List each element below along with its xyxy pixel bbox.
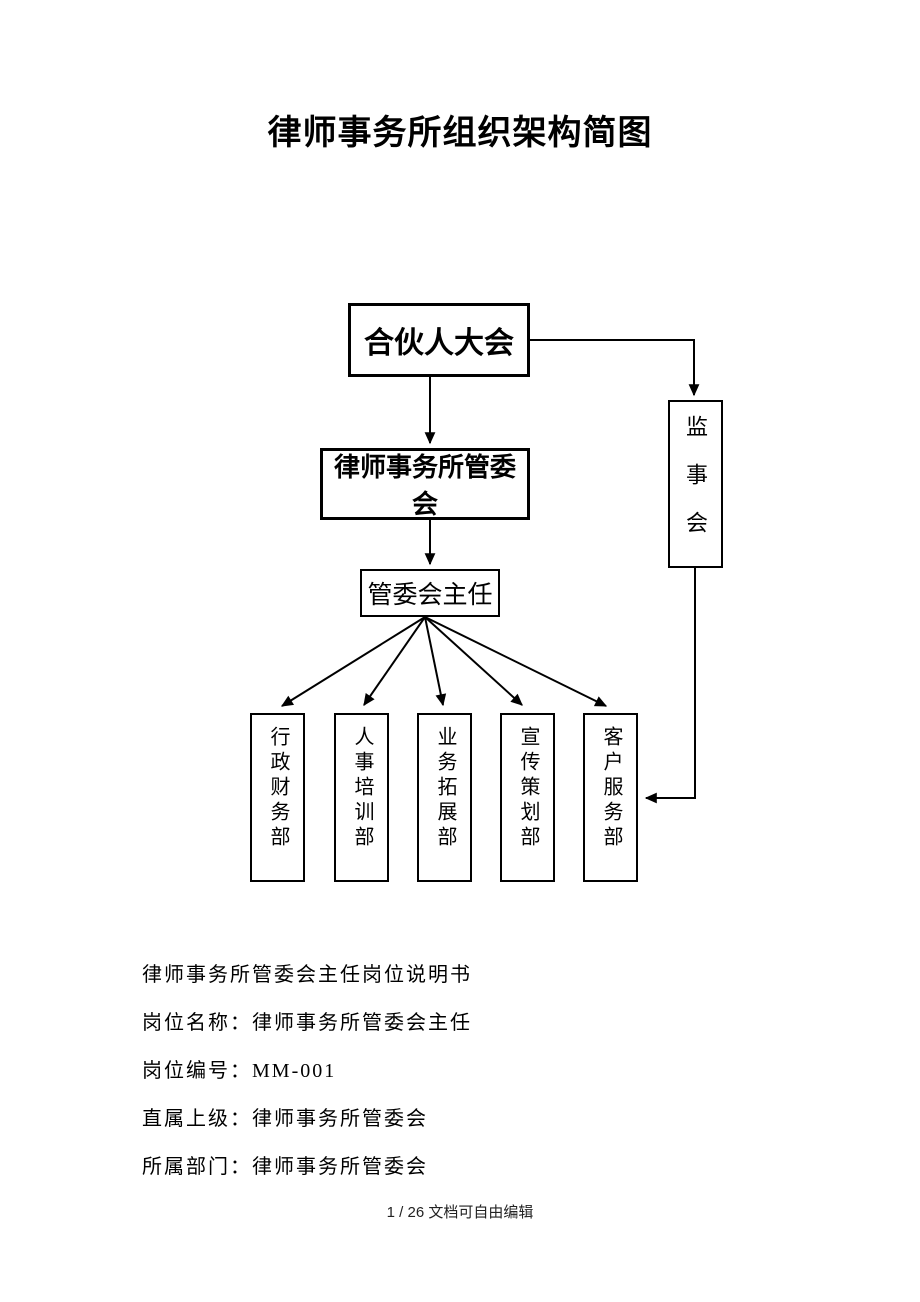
org-node-dept-admin-finance-label: 行政财务部	[267, 726, 289, 851]
edge-supervisory-to-dept-4	[644, 568, 696, 804]
org-node-dept-admin-finance: 行政财务部	[250, 713, 305, 882]
org-node-management-committee: 律师事务所管委会	[320, 448, 530, 520]
org-node-dept-customer-service-label: 客户服务部	[600, 726, 622, 851]
job-title-line: 岗位名称：律师事务所管委会主任	[142, 1012, 472, 1034]
edge-partners-to-supervisory	[530, 339, 700, 397]
org-node-dept-hr-training-label: 人事培训部	[351, 726, 373, 851]
edge-director-to-dept-4	[424, 616, 608, 707]
edge-director-to-dept-3	[424, 616, 523, 706]
edge-director-to-dept-2	[424, 616, 447, 707]
org-node-dept-hr-training: 人事培训部	[334, 713, 389, 882]
org-node-dept-business-development-label: 业务拓展部	[434, 726, 456, 851]
page-footer: 1 / 26 文档可自由编辑	[386, 1204, 534, 1221]
org-node-supervisory-board: 监事会	[668, 400, 723, 568]
org-node-dept-publicity-planning-label: 宣传策划部	[517, 726, 539, 851]
job-description-text: 律师事务所管委会主任岗位说明书 岗位名称：律师事务所管委会主任 岗位编号：MM-…	[142, 962, 782, 1202]
edge-director-to-dept-0	[280, 616, 426, 707]
org-node-partners-meeting-label: 合伙人大会	[364, 327, 514, 360]
org-node-committee-director: 管委会主任	[360, 569, 500, 617]
org-node-dept-customer-service: 客户服务部	[583, 713, 638, 882]
org-node-dept-publicity-planning: 宣传策划部	[500, 713, 555, 882]
org-node-management-committee-label: 律师事务所管委会	[333, 452, 516, 519]
job-code-line: 岗位编号：MM-001	[142, 1060, 337, 1082]
job-description-heading: 律师事务所管委会主任岗位说明书	[142, 964, 472, 986]
org-node-partners-meeting: 合伙人大会	[348, 303, 530, 377]
page-title: 律师事务所组织架构简图	[267, 114, 653, 152]
org-node-dept-business-development: 业务拓展部	[417, 713, 472, 882]
department-line: 所属部门：律师事务所管委会	[142, 1156, 428, 1178]
org-node-committee-director-label: 管委会主任	[367, 582, 493, 609]
edge-director-to-dept-1	[363, 616, 426, 706]
org-node-supervisory-board-label: 监事会	[683, 415, 708, 559]
direct-superior-line: 直属上级：律师事务所管委会	[142, 1108, 428, 1130]
